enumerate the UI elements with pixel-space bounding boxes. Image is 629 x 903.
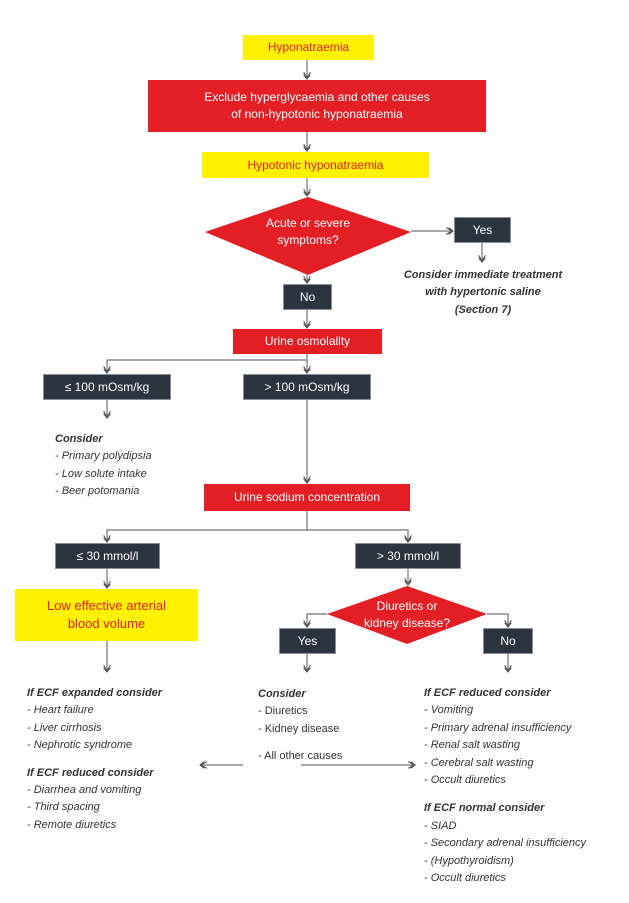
note-right: If ECF reduced consider - Vomiting - Pri…: [424, 685, 586, 887]
node-label: > 100 mOsm/kg: [264, 379, 350, 394]
note-item: - Kidney disease: [258, 722, 340, 735]
node-label: Exclude hyperglycaemia and other causes: [204, 90, 430, 104]
node-label: of non-hypotonic hyponatraemia: [231, 107, 403, 121]
note-low-osm: Consider - Primary polydipsia - Low solu…: [55, 431, 152, 501]
note-item: - Heart failure: [27, 704, 94, 717]
node-acute-yes: Yes: [454, 217, 511, 243]
node-label: ≤ 100 mOsm/kg: [64, 379, 150, 394]
note-left: If ECF expanded consider - Heart failure…: [27, 685, 162, 834]
node-acute-no: No: [283, 284, 332, 310]
note-heading: Consider: [55, 433, 103, 445]
note-heading: If ECF reduced consider: [27, 766, 154, 779]
node-urine-osmolality: Urine osmolality: [233, 329, 382, 354]
note-item: - Third spacing: [27, 801, 100, 814]
note-item: - Beer potomania: [55, 485, 140, 498]
node-label: Hyponatraemia: [267, 40, 350, 54]
node-na-high: > 30 mmol/l: [355, 543, 461, 569]
node-label: symptoms?: [277, 233, 339, 247]
decision-acute-symptoms: Acute or severe symptoms?: [205, 197, 411, 275]
note-heading: Consider: [258, 688, 306, 700]
note-item: - Diarrhea and vomiting: [27, 784, 142, 797]
note-immediate-treatment: Consider immediate treatment with hypert…: [383, 267, 583, 319]
node-label: Yes: [297, 633, 318, 648]
note-item: - SIAD: [424, 819, 457, 832]
node-label: Low effective arterial: [47, 598, 166, 613]
node-osm-low: ≤ 100 mOsm/kg: [43, 374, 171, 400]
node-diuretics-yes: Yes: [279, 628, 336, 654]
node-label: kidney disease?: [363, 616, 451, 630]
node-low-arterial-volume: Low effective arterial blood volume: [15, 589, 198, 641]
note-item: - Occult diuretics: [424, 872, 506, 885]
note-item: - Secondary adrenal insufficiency: [424, 837, 587, 850]
note-item: - Diuretics: [258, 705, 308, 718]
node-label: No: [299, 289, 316, 304]
decision-diuretics-kidney: Diuretics or kidney disease?: [327, 586, 487, 644]
note-item: - Liver cirrhosis: [27, 721, 102, 734]
node-na-low: ≤ 30 mmol/l: [55, 543, 160, 569]
note-item: - Primary polydipsia: [55, 450, 152, 463]
node-label: No: [500, 633, 516, 648]
node-label: > 30 mmol/l: [376, 548, 440, 563]
node-label: Urine sodium concentration: [233, 490, 381, 504]
note-item: - Vomiting: [424, 704, 474, 717]
node-label: Urine osmolality: [264, 334, 351, 348]
note-item: - Nephrotic syndrome: [27, 739, 133, 752]
note-item: - All other causes: [258, 750, 343, 763]
note-item: - Remote diuretics: [27, 818, 117, 831]
note-heading: If ECF normal consider: [424, 802, 545, 815]
note-item: - Low solute intake: [55, 467, 147, 480]
node-label: ≤ 30 mmol/l: [76, 548, 139, 563]
note-item: - Cerebral salt wasting: [424, 756, 534, 769]
node-label: Hypotonic hyponatraemia: [247, 157, 384, 172]
note-heading: If ECF reduced consider: [424, 687, 551, 699]
note-line: with hypertonic saline: [425, 286, 541, 299]
node-label: Yes: [472, 222, 493, 237]
note-item: - Renal salt wasting: [424, 739, 520, 752]
node-label: Diuretics or: [376, 599, 438, 613]
note-item: - (Hypothyroidism): [424, 854, 514, 867]
node-diuretics-no: No: [483, 628, 533, 654]
note-line: (Section 7): [454, 303, 512, 316]
note-item: - Occult diuretics: [424, 774, 506, 787]
note-line: Consider immediate treatment: [403, 269, 563, 281]
node-hypotonic: Hypotonic hyponatraemia: [202, 152, 429, 178]
node-label: blood volume: [67, 616, 146, 631]
note-heading: If ECF expanded consider: [27, 687, 163, 699]
note-item: - Primary adrenal insufficiency: [424, 721, 572, 734]
node-exclude-causes: Exclude hyperglycaemia and other causes …: [148, 80, 486, 132]
node-hyponatraemia: Hyponatraemia: [243, 35, 374, 60]
node-osm-high: > 100 mOsm/kg: [243, 374, 371, 400]
node-urine-sodium: Urine sodium concentration: [204, 484, 410, 511]
node-label: Acute or severe: [265, 216, 351, 230]
note-middle: Consider - Diuretics - Kidney disease - …: [258, 686, 342, 766]
